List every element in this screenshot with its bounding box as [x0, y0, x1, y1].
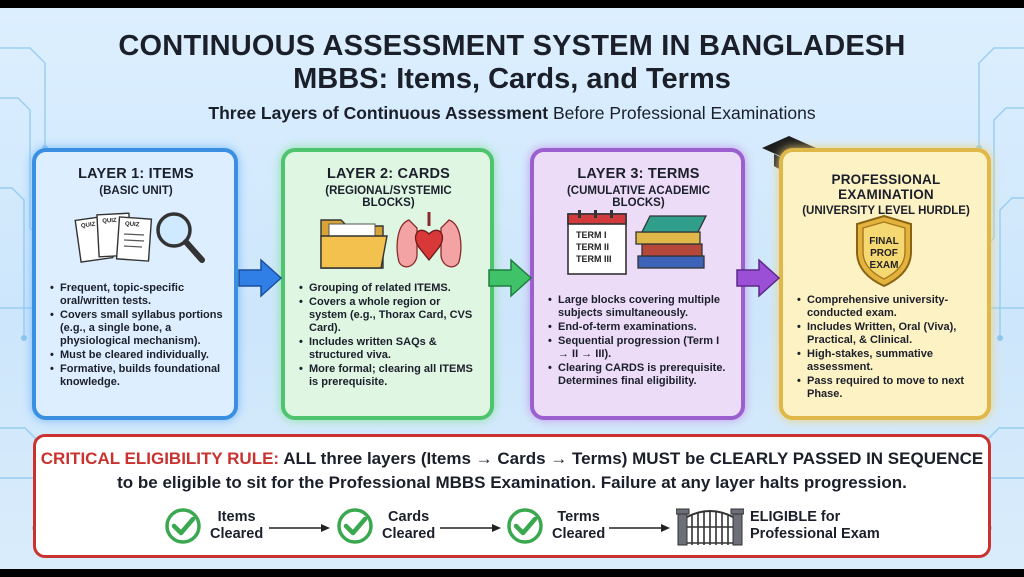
- rule-text: CRITICAL ELIGIBILITY RULE: ALL three lay…: [36, 447, 988, 495]
- layer-1-card: LAYER 1: ITEMS (BASIC UNIT) QUIZ QUIZ QU…: [32, 148, 238, 420]
- quiz-label-3: QUIZ: [125, 221, 140, 228]
- gate-icon: [676, 508, 744, 546]
- flow-arrow-icon: [269, 524, 330, 532]
- flow-arrow-icon: [609, 524, 670, 532]
- layer-3-bullets: Large blocks covering multiple subjects …: [548, 294, 731, 389]
- page-title: CONTINUOUS ASSESSMENT SYSTEM IN BANGLADE…: [0, 30, 1024, 96]
- check-circle-icon: [507, 508, 543, 544]
- list-item: More formal; clearing all ITEMS is prere…: [299, 363, 480, 389]
- quiz-papers-magnifier-icon: QUIZ QUIZ QUIZ: [74, 212, 205, 263]
- layer-1-title: LAYER 1: ITEMS: [78, 166, 194, 182]
- layer-2-card: LAYER 2: CARDS (REGIONAL/SYSTEMIC BLOCKS…: [281, 148, 494, 420]
- list-item: Includes Written, Oral (Viva), Practical…: [797, 321, 977, 347]
- eligible-line-2: Professional Exam: [750, 526, 880, 542]
- check-circle-icon: [337, 508, 373, 544]
- flow-step-line: Items: [217, 509, 256, 525]
- check-circle-icon: [165, 508, 201, 544]
- badge-line-1: FINAL: [869, 236, 898, 247]
- list-item: Clearing CARDS is prerequisite. Determin…: [548, 362, 731, 388]
- layer-3-subtitle: (CUMULATIVE ACADEMIC BLOCKS): [566, 185, 711, 209]
- quiz-label-1: QUIZ: [81, 222, 96, 230]
- flow-step-line: Cleared: [382, 526, 436, 542]
- list-item: Sequential progression (Term I → II → II…: [548, 335, 731, 361]
- rule-label: CRITICAL ELIGIBILITY RULE:: [40, 449, 280, 468]
- list-item: Covers small syllabus portions (e.g., a …: [50, 309, 224, 348]
- layer-1-subtitle: (BASIC UNIT): [99, 185, 173, 197]
- subtitle-rest: Before Professional Examinations: [548, 103, 816, 123]
- layer-1-bullets: Frequent, topic-specific oral/written te…: [50, 282, 224, 390]
- list-item: Must be cleared individually.: [50, 349, 224, 362]
- professional-exam-title: PROFESSIONAL EXAMINATION: [831, 172, 941, 202]
- list-item: Grouping of related ITEMS.: [299, 282, 480, 295]
- list-item: High-stakes, summative assessment.: [797, 348, 977, 374]
- rule-body: ALL three layers (Items → Cards → Terms)…: [117, 449, 984, 492]
- layer-2-title: LAYER 2: CARDS: [326, 166, 451, 182]
- list-item: End-of-term examinations.: [548, 321, 731, 334]
- professional-exam-subtitle: (UNIVERSITY LEVEL HURDLE): [802, 205, 970, 217]
- flow-step-line: Cleared: [552, 526, 606, 542]
- list-item: Formative, builds foundational knowledge…: [50, 363, 224, 389]
- arrow-right-icon: [488, 258, 533, 298]
- flow-step-line: Terms: [557, 509, 600, 525]
- final-exam-shield-icon: FINAL PROF EXAM: [856, 214, 912, 288]
- calendar-term-2: TERM II: [576, 242, 609, 252]
- folders-heart-lungs-icon: [320, 212, 462, 269]
- calendar-books-icon: TERM I TERM II TERM III: [567, 210, 708, 275]
- page-subtitle: Three Layers of Continuous Assessment Be…: [0, 103, 1024, 124]
- title-line-1: CONTINUOUS ASSESSMENT SYSTEM IN BANGLADE…: [118, 30, 906, 62]
- critical-eligibility-rule: CRITICAL ELIGIBILITY RULE: ALL three lay…: [33, 434, 991, 558]
- list-item: Pass required to move to next Phase.: [797, 375, 977, 401]
- layer-2-bullets: Grouping of related ITEMS. Covers a whol…: [299, 282, 480, 390]
- list-item: Large blocks covering multiple subjects …: [548, 294, 731, 320]
- layer-2-subtitle: (REGIONAL/SYSTEMIC BLOCKS): [325, 185, 452, 209]
- list-item: Frequent, topic-specific oral/written te…: [50, 282, 224, 308]
- arrow-right-icon: [736, 258, 781, 298]
- professional-exam-bullets: Comprehensive university-conducted exam.…: [797, 294, 977, 402]
- arrow-right-icon: [238, 258, 283, 298]
- list-item: Comprehensive university-conducted exam.: [797, 294, 977, 320]
- layer-3-title: LAYER 3: TERMS: [577, 166, 700, 182]
- eligible-line-1: ELIGIBLE for: [750, 509, 841, 525]
- badge-line-2: PROF: [870, 248, 898, 259]
- badge-line-3: EXAM: [870, 260, 899, 271]
- flow-step-line: Cards: [388, 509, 430, 525]
- subtitle-bold: Three Layers of Continuous Assessment: [208, 103, 549, 123]
- calendar-term-3: TERM III: [576, 254, 612, 264]
- infographic: CONTINUOUS ASSESSMENT SYSTEM IN BANGLADE…: [0, 8, 1024, 569]
- calendar-term-1: TERM I: [576, 230, 607, 240]
- flow-arrow-icon: [440, 524, 501, 532]
- list-item: Includes written SAQs & structured viva.: [299, 336, 480, 362]
- title-line-2: MBBS: Items, Cards, and Terms: [293, 63, 731, 95]
- list-item: Covers a whole region or system (e.g., T…: [299, 296, 480, 335]
- layer-3-card: LAYER 3: TERMS (CUMULATIVE ACADEMIC BLOC…: [530, 148, 745, 420]
- flow-step-line: Cleared: [210, 526, 264, 542]
- quiz-label-2: QUIZ: [102, 218, 117, 225]
- professional-exam-card: PROFESSIONAL EXAMINATION (UNIVERSITY LEV…: [779, 148, 991, 420]
